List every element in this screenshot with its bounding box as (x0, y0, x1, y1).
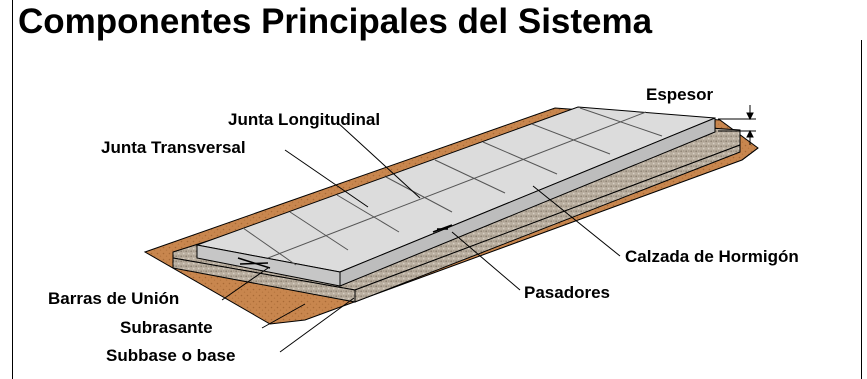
junta-transversal-line (336, 194, 400, 233)
slab-joints (242, 107, 663, 266)
label-subbase: Subbase o base (106, 346, 236, 365)
label-subrasante: Subrasante (120, 318, 213, 337)
frame-right-border (861, 40, 862, 379)
page-title: Componentes Principales del Sistema (18, 2, 653, 41)
label-junta-longitudinal: Junta Longitudinal (228, 110, 381, 129)
leader-barras (221, 267, 269, 301)
barras-union-bars (237, 257, 271, 269)
junta-transversal-line (482, 141, 558, 175)
pasadores-bars (432, 224, 453, 233)
leader-junta-longitudinal (336, 121, 421, 199)
frame-left-border (12, 0, 13, 379)
label-calzada: Calzada de Hormigón (625, 247, 799, 266)
junta-transversal-line (289, 211, 349, 251)
label-espesor: Espesor (646, 85, 714, 104)
leader-lines (221, 121, 621, 353)
junta-transversal-line (385, 176, 453, 213)
espesor-dimension (718, 105, 756, 145)
junta-longitudinal-line (267, 111, 647, 259)
junta-transversal-line (531, 123, 611, 155)
leader-calzada (532, 185, 621, 257)
junta-transversal-line (434, 159, 506, 194)
label-junta-transversal: Junta Transversal (101, 138, 246, 157)
calzada-slab (195, 106, 716, 287)
leader-junta-transversal (284, 149, 369, 208)
leader-subrasante (261, 303, 306, 329)
leader-pasadores (451, 231, 521, 291)
junta-transversal-line (579, 107, 663, 137)
junta-transversal-line (242, 227, 297, 266)
label-barras: Barras de Unión (48, 289, 180, 308)
label-pasadores: Pasadores (524, 283, 610, 302)
leader-subbase (279, 297, 355, 353)
